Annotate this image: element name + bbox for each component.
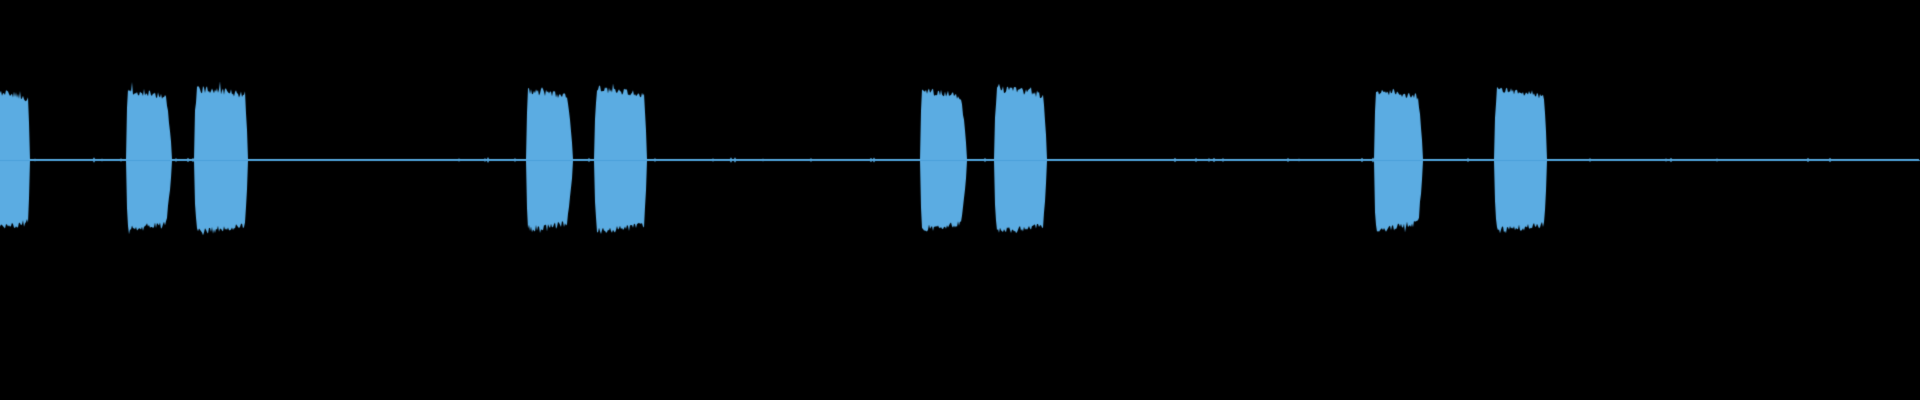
waveform-canvas[interactable] [0, 0, 1920, 400]
audio-waveform-viewer[interactable] [0, 0, 1920, 400]
